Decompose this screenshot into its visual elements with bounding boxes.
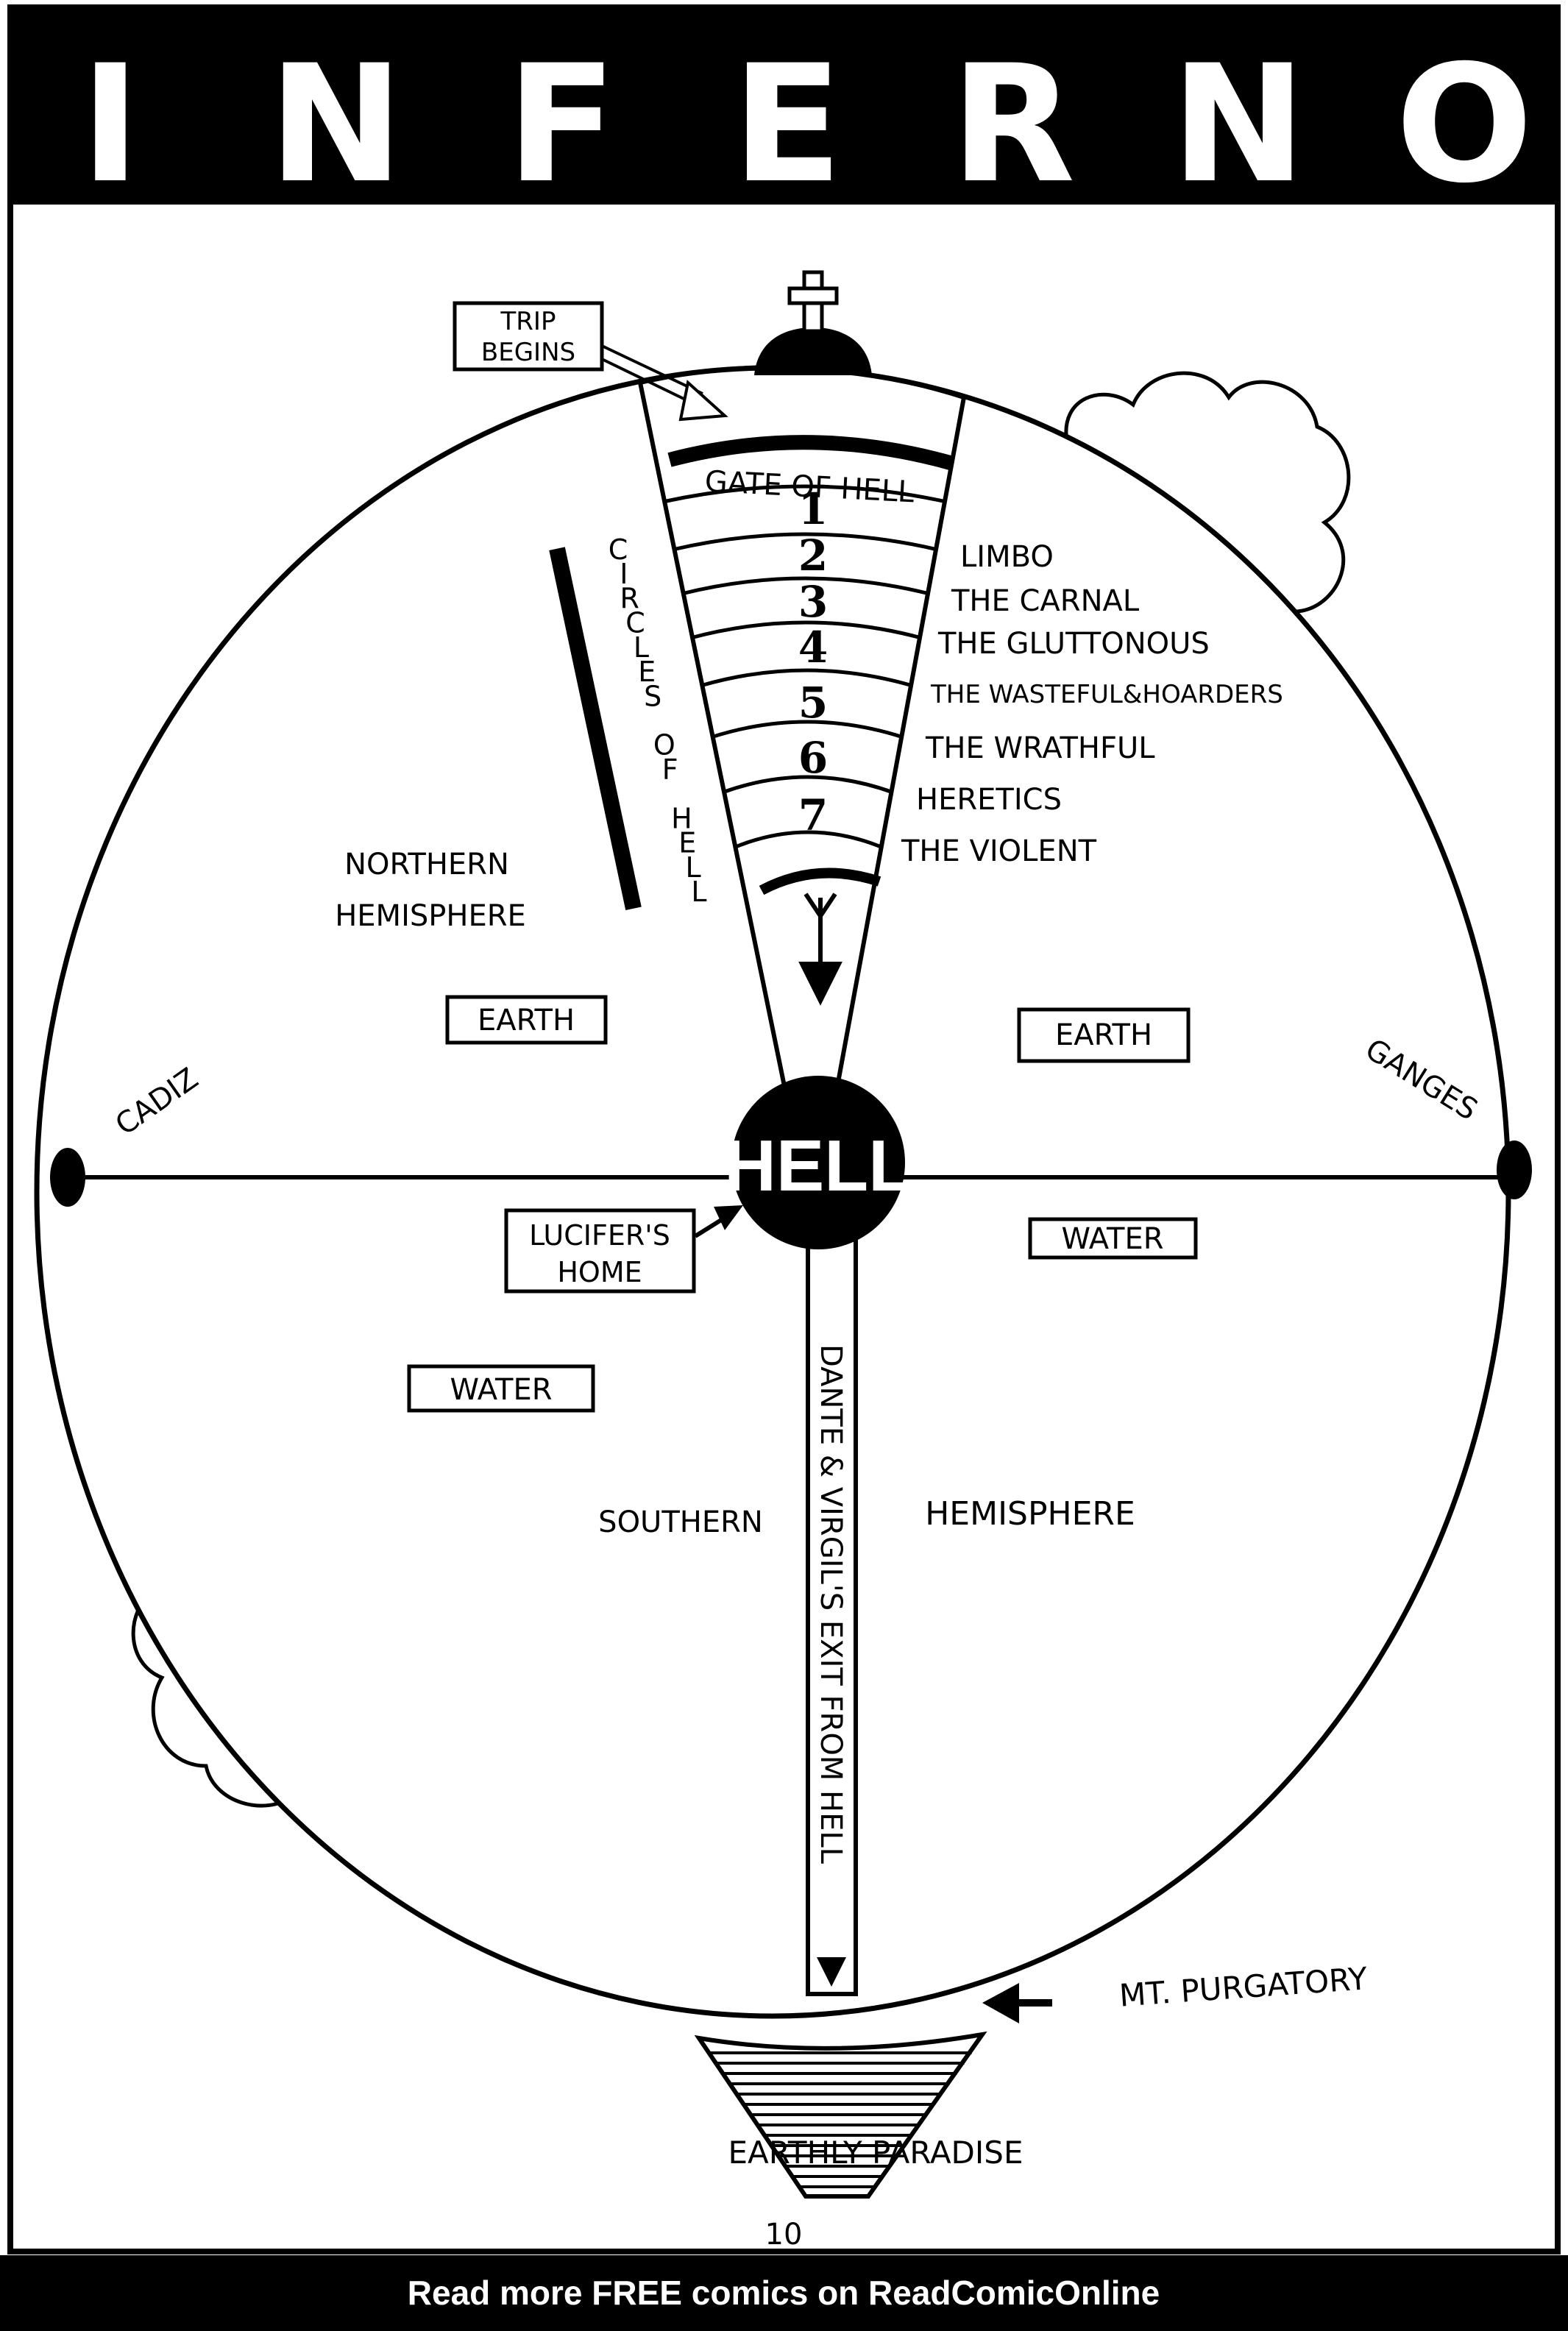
- circles-of-hell-letter: L: [634, 631, 649, 664]
- circle-number: 4: [798, 622, 828, 673]
- circle-band-line: [700, 668, 913, 688]
- circle-number: 3: [798, 577, 828, 627]
- purgatory-terraces: [709, 2051, 972, 2188]
- circle-name: THE CARNAL: [951, 584, 1140, 618]
- circles-of-hell-letter: L: [686, 851, 701, 884]
- title-letter: N: [1171, 30, 1306, 219]
- circle-band-line: [672, 532, 938, 552]
- footer-text[interactable]: Read more FREE comics on ReadComicOnline: [408, 2274, 1160, 2312]
- trip-begins-line2: BEGINS: [481, 338, 575, 367]
- circle-names: LIMBO THE CARNAL THE GLUTTONOUS THE WASTEFU…: [901, 540, 1283, 868]
- circle-band-line: [662, 484, 947, 504]
- circles-of-hell-letter: E: [638, 656, 656, 688]
- trip-begins-box: [453, 301, 604, 372]
- circle-number: 7: [798, 790, 828, 840]
- circle-name: LIMBO: [960, 540, 1054, 574]
- church-dome: [754, 327, 872, 375]
- lucifers-home-box: [504, 1208, 696, 1294]
- footer-banner: [0, 2255, 1568, 2331]
- lucifers-home-line1: LUCIFER'S: [529, 1219, 670, 1252]
- circle-band-line: [733, 830, 884, 850]
- exit-shaft: [806, 1234, 858, 1996]
- circle-band-line: [681, 576, 930, 596]
- northern-label: NORTHERN: [344, 848, 509, 881]
- earth-left-box: [445, 995, 608, 1045]
- circles-of-hell-letter: L: [691, 876, 706, 908]
- page-number: 10: [765, 2218, 803, 2252]
- circle-band-line: [690, 620, 922, 640]
- exit-path-label: DANTE & VIRGIL'S EXIT FROM HELL: [814, 1344, 848, 1865]
- circle-bands: [662, 484, 947, 850]
- circle-number: 2: [798, 531, 828, 581]
- trip-begins-arrow-icon: [601, 344, 728, 422]
- circle-name: THE GLUTTONOUS: [937, 627, 1210, 661]
- title-letter: R: [951, 30, 1075, 219]
- circles-of-hell-letter: H: [671, 802, 692, 834]
- gate-bar: [667, 435, 955, 471]
- top-cap-arc: [639, 365, 965, 400]
- circles-of-hell-letter: C: [625, 607, 645, 639]
- water-right-label: WATER: [1061, 1222, 1163, 1256]
- circle-name: THE WASTEFUL&HOARDERS: [930, 680, 1283, 709]
- ganges-point: [1497, 1140, 1532, 1199]
- cross-icon: [787, 270, 839, 333]
- hemisphere-south-label: HEMISPHERE: [925, 1495, 1135, 1533]
- circle-number: 5: [798, 678, 828, 728]
- down-arrow-icon: [798, 893, 842, 1006]
- circle-number: 6: [798, 733, 828, 783]
- cloud-top-right: [1064, 371, 1351, 620]
- circles-of-hell-bar: [549, 547, 642, 911]
- title-letter: F: [506, 30, 617, 219]
- hell-label: HELL: [724, 1125, 912, 1206]
- title-letter: E: [732, 30, 842, 219]
- earth-left-label: EARTH: [478, 1004, 575, 1037]
- circle-band-line: [710, 720, 904, 739]
- circle-band-line: [721, 775, 894, 795]
- circle-name: THE VIOLENT: [901, 834, 1097, 868]
- earth-right-box: [1017, 1007, 1191, 1063]
- hell-core: [731, 1076, 905, 1249]
- circles-of-hell-letter: O: [653, 729, 675, 762]
- circles-of-hell-letter: R: [620, 582, 639, 614]
- title-letter: O: [1395, 30, 1533, 219]
- circles-of-hell-letter: E: [678, 827, 696, 859]
- water-right-box: [1028, 1217, 1198, 1260]
- title-letter: N: [269, 30, 404, 219]
- purgatory-arrow-icon: [982, 1983, 1052, 2023]
- title-bar: [10, 7, 1558, 205]
- circles-of-hell-letter: C: [609, 533, 628, 566]
- lucifers-home-line2: HOME: [557, 1256, 642, 1288]
- circle-name: THE WRATHFUL: [925, 731, 1155, 765]
- water-left-label: WATER: [450, 1373, 552, 1407]
- circles-of-hell-letter: F: [662, 753, 678, 786]
- exit-arrow-icon: [817, 1957, 846, 1987]
- water-left-box: [407, 1364, 595, 1413]
- circle-number: 1: [798, 484, 828, 534]
- hemisphere-north-label: HEMISPHERE: [335, 899, 526, 933]
- lucifer-arrow-icon: [694, 1205, 743, 1238]
- circles-of-hell-letter: S: [644, 680, 661, 712]
- trip-begins-line1: TRIP: [500, 307, 556, 336]
- earthly-paradise-label: EARTHLY PARADISE: [728, 2135, 1024, 2171]
- title-letter: I: [80, 30, 141, 219]
- cadiz-point: [50, 1148, 85, 1207]
- southern-label: SOUTHERN: [598, 1505, 763, 1539]
- earth-right-label: EARTH: [1055, 1018, 1152, 1052]
- circle-seven-bar: [759, 868, 881, 895]
- circles-of-hell-letter: I: [620, 558, 628, 590]
- circle-name: HERETICS: [916, 783, 1062, 817]
